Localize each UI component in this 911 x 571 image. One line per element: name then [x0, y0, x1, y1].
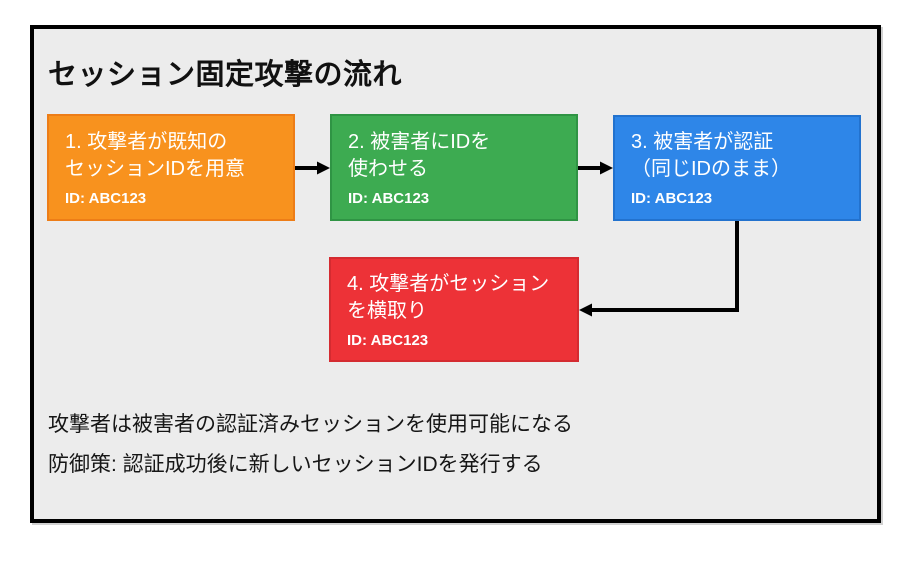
step-4-session-id: ID: ABC123 [347, 331, 429, 349]
arrow-step3-to-step4-icon [579, 221, 739, 317]
diagram-title: セッション固定攻撃の流れ [48, 59, 403, 91]
step-2-session-id: ID: ABC123 [348, 189, 430, 207]
step-1-label: 1. 攻撃者が既知の セッションIDを用意 [65, 130, 245, 180]
note-attack-result: 攻撃者は被害者の認証済みセッションを使用可能になる [48, 413, 573, 436]
arrow-step1-to-step2-icon [295, 161, 330, 175]
step-3-label: 3. 被害者が認証 （同じIDのまま） [631, 131, 791, 180]
step-3-session-id: ID: ABC123 [631, 190, 713, 207]
diagram-notes: 攻撃者は被害者の認証済みセッションを使用可能になる 防御策: 認証成功後に新しい… [48, 405, 573, 485]
note-defense: 防御策: 認証成功後に新しいセッションIDを発行する [48, 453, 543, 476]
step-box-1-attacker-prepares-id: 1. 攻撃者が既知の セッションIDを用意 ID: ABC123 [47, 114, 295, 221]
step-2-label: 2. 被害者にIDを 使わせる [348, 130, 491, 180]
step-box-4-attacker-hijacks-session: 4. 攻撃者がセッション を横取り ID: ABC123 [329, 257, 579, 362]
diagram-canvas: セッション固定攻撃の流れ 1. 攻撃者が既知の セッションIDを用意 ID: A… [34, 29, 877, 519]
step-1-session-id: ID: ABC123 [65, 189, 147, 207]
diagram-panel: セッション固定攻撃の流れ 1. 攻撃者が既知の セッションIDを用意 ID: A… [30, 25, 881, 523]
arrow-step2-to-step3-icon [578, 161, 613, 175]
step-4-label: 4. 攻撃者がセッション を横取り [347, 272, 550, 322]
step-box-2-victim-uses-id: 2. 被害者にIDを 使わせる ID: ABC123 [330, 114, 578, 221]
step-box-3-victim-authenticates: 3. 被害者が認証 （同じIDのまま） ID: ABC123 [613, 115, 861, 221]
